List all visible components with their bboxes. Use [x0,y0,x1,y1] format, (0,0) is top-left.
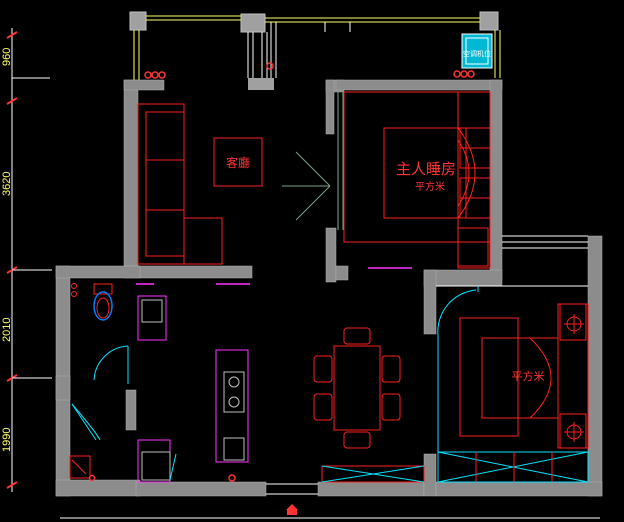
fixture-circle [460,70,468,78]
dim-tick [6,97,18,105]
wardrobe [437,451,589,483]
toilet-icon [93,283,113,321]
dim-tick [6,31,18,39]
living-arrow [282,151,331,221]
windows [266,235,588,495]
dim-label-2010: 2010 [1,318,13,342]
master-bedroom-door [337,92,344,230]
dim-label-960: 960 [1,48,13,66]
ac-unit-label: 空调机位 [463,49,491,58]
dim-label-1990: 1990 [1,428,13,452]
top-balcony: 空调机位 [129,11,501,90]
ac-unit: 空调机位 [461,33,493,69]
living-label-box: 客廳 [213,137,263,187]
fixture-circle [88,474,96,482]
entrance-icon [286,504,298,515]
master-bedroom-label: 主人睡房 [396,160,456,178]
sink-icon [223,437,245,461]
fixture-circle [467,70,475,78]
fixture-circle [266,62,274,70]
master-bedroom-title: 主人睡房 平方米 [396,160,456,193]
bathroom-fixtures [69,283,91,479]
kitchen-door [71,345,177,481]
fixture-circle [158,71,166,79]
master-bedroom [343,91,491,269]
balcony-column [479,11,499,31]
trims [136,267,412,285]
table [333,345,381,431]
chair [381,355,401,383]
dim-tick [6,481,18,489]
burner-icon [228,376,240,388]
dining-table [313,327,401,449]
chair [313,393,333,421]
balcony-column [240,13,266,33]
dim-label-3620: 3620 [1,172,13,196]
second-bedroom [459,303,589,449]
balcony-column [129,11,147,31]
stove-icon [223,371,245,413]
fixture-circle [151,71,159,79]
chair [313,355,333,383]
chair [343,327,371,345]
chair [343,431,371,449]
chair [381,393,401,421]
walls [55,79,603,497]
living-label: 客廳 [226,155,250,170]
kitchen-appliances [141,299,245,481]
fixture-circle [144,71,152,79]
second-bedroom-area: 平方米 [512,369,545,383]
master-bedroom-area: 平方米 [415,180,445,193]
sink-icon [141,299,163,323]
fixture-circle [453,70,461,78]
burner-icon [228,396,240,408]
dimension-chain [6,28,52,492]
fixture-circle [228,474,236,482]
kitchen-counters [137,295,249,483]
second-bedroom-door [437,286,479,454]
bottom-cabinet [321,465,425,483]
washer-icon [141,451,171,481]
wall-segment [248,78,274,90]
sofa [137,103,223,265]
